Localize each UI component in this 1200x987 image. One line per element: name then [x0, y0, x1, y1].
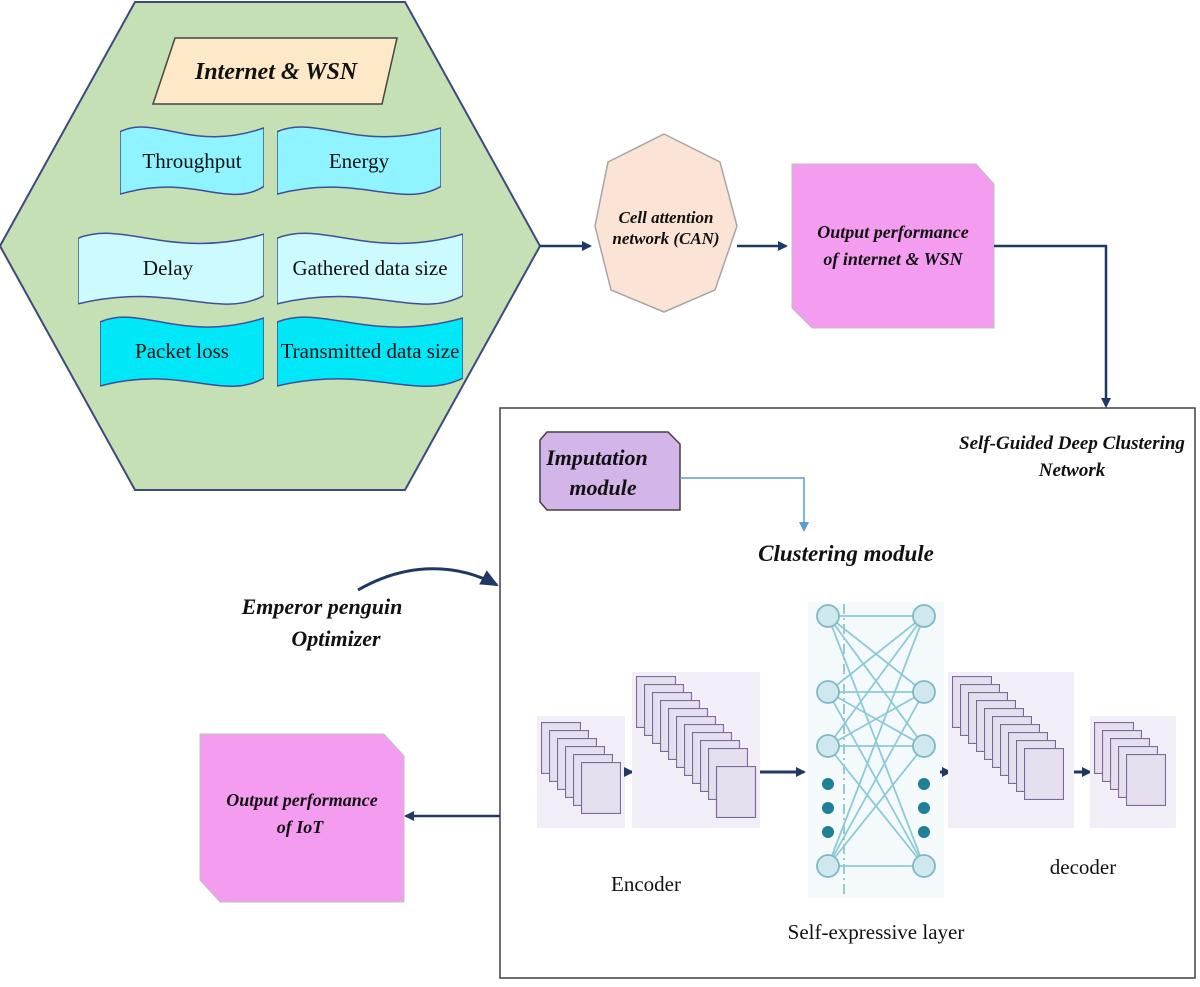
decoder-label: decoder: [1050, 855, 1116, 879]
output-iot-line1: Output performance: [226, 790, 378, 810]
metric-delay: Delay: [78, 232, 264, 305]
optimizer-line1: Emperor penguin: [241, 594, 403, 619]
encoder-label: Encoder: [611, 872, 681, 896]
optimizer-line2: Optimizer: [291, 626, 381, 651]
output-iot-line2: of IoT: [277, 817, 324, 837]
can-label-line1: Cell attention: [619, 208, 714, 227]
internet-wsn-title-box: Internet & WSN: [151, 37, 398, 105]
svg-text:Transmitted data size: Transmitted data size: [281, 339, 460, 363]
encoder-hidden-stack: [632, 672, 760, 828]
metric-throughput: Throughput: [120, 126, 264, 196]
sgdcn-title-line1: Self-Guided Deep Clustering: [959, 433, 1185, 454]
metric-energy: Energy: [277, 126, 441, 196]
decoder-hidden-stack: [948, 672, 1074, 828]
imputation-module-box: Imputation module: [539, 431, 681, 511]
svg-text:Throughput: Throughput: [142, 149, 241, 173]
svg-text:Energy: Energy: [329, 149, 390, 173]
encoder-input-stack: [537, 716, 625, 828]
output-performance-wsn-box: Output performance of internet & WSN: [791, 163, 995, 329]
imputation-line1: Imputation: [545, 445, 647, 470]
cell-attention-network-node: Cell attention network (CAN): [594, 133, 738, 313]
arrow-output-to-sgdcn: [994, 244, 1111, 408]
output-wsn-line2: of internet & WSN: [823, 249, 963, 269]
output-performance-iot-box: [199, 733, 405, 903]
clustering-module-label: Clustering module: [758, 541, 934, 566]
self-expressive-label: Self-expressive layer: [788, 920, 965, 944]
decoder-output-stack: [1090, 716, 1176, 828]
output-wsn-line1: Output performance: [817, 222, 969, 242]
self-expressive-layer: [808, 602, 944, 898]
svg-text:Gathered data size: Gathered data size: [292, 256, 447, 280]
svg-text:Delay: Delay: [143, 256, 194, 280]
imputation-line2: module: [569, 475, 636, 500]
arrow-optimizer-to-sgdcn: [357, 567, 499, 592]
metric-transmitted-data-size: Transmitted data size: [277, 316, 463, 388]
sgdcn-title-line2: Network: [1038, 460, 1106, 481]
metric-gathered-data-size: Gathered data size: [277, 232, 463, 305]
svg-text:Packet loss: Packet loss: [135, 339, 229, 363]
can-label-line2: network (CAN): [612, 229, 719, 248]
metric-packet-loss: Packet loss: [100, 316, 264, 388]
internet-wsn-title: Internet & WSN: [194, 59, 359, 85]
arrow-imputation-to-clustering: [680, 477, 809, 532]
